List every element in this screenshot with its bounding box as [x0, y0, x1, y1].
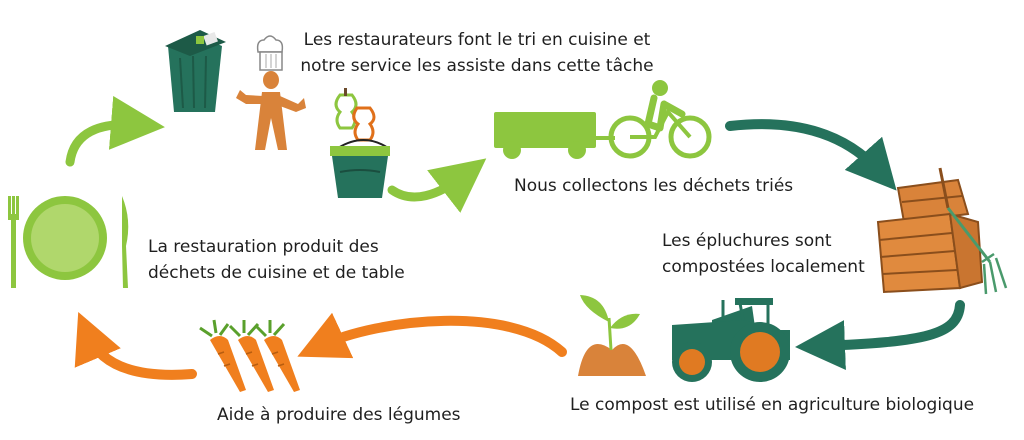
arrow-vegetables-to-plate [74, 311, 197, 380]
caption-waste-line2: déchets de cuisine et de table [148, 263, 405, 283]
carrots-icon [199, 319, 300, 392]
sprout-icon [578, 295, 646, 376]
arrow-plate-to-sorting [65, 95, 165, 167]
caption-composting-line2: compostées localement [662, 257, 865, 277]
chef-icon [236, 35, 306, 150]
caption-waste-line1: La restauration produit des [148, 237, 379, 257]
trash-bin-icon [165, 30, 226, 112]
arrow-collection-to-compost [725, 119, 897, 191]
bucket-icon [330, 139, 390, 198]
caption-collection: Nous collectons les déchets triés [514, 176, 794, 196]
arrow-bucket-to-collection [387, 158, 487, 213]
bike-trailer-icon [494, 80, 712, 159]
caption-sorting-line2: notre service les assiste dans cette tâc… [300, 56, 654, 76]
apple-core-icon [334, 88, 376, 142]
arrow-compost-to-tractor [795, 300, 965, 371]
caption-sorting: Les restaurateurs font le tri en cuisine… [292, 27, 662, 79]
compost-bin-icon [876, 178, 984, 294]
caption-agriculture: Le compost est utilisé en agriculture bi… [570, 395, 975, 415]
caption-composting: Les épluchures sont compostées localemen… [662, 228, 865, 280]
caption-vegetables: Aide à produire des légumes [217, 405, 461, 425]
arrow-compost-to-vegetables [297, 312, 567, 359]
pitchfork-icon [938, 167, 1008, 295]
caption-waste: La restauration produit des déchets de c… [148, 234, 405, 286]
caption-sorting-line1: Les restaurateurs font le tri en cuisine… [303, 30, 651, 50]
plate-cutlery-icon [8, 196, 129, 288]
tractor-icon [672, 298, 790, 382]
caption-composting-line1: Les épluchures sont [662, 231, 832, 251]
